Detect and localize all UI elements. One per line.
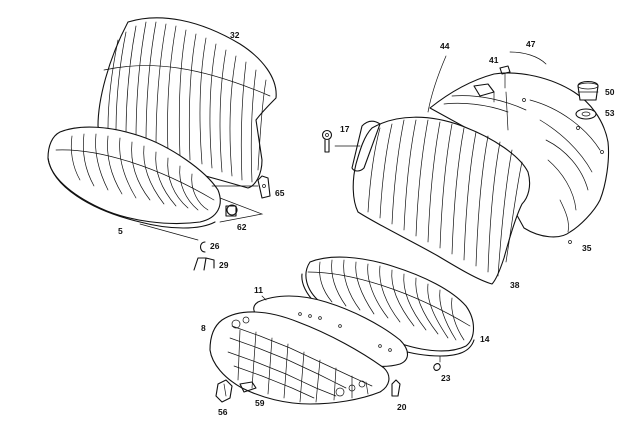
- clip-41: [499, 65, 511, 89]
- clip-62: [219, 197, 264, 223]
- clip-26: [199, 241, 206, 253]
- leader-44: [427, 55, 447, 113]
- bracket-59: [239, 381, 257, 393]
- leader-47: [509, 51, 547, 65]
- spring-frame-8: [209, 311, 390, 405]
- label-44: 44: [440, 41, 450, 51]
- part-labels: 32 44 47 41 50 53 17 65 62 5 26 29 35 38…: [118, 30, 615, 417]
- label-14: 14: [480, 334, 490, 344]
- clip-23: [433, 355, 441, 371]
- label-32: 32: [230, 30, 240, 40]
- label-29: 29: [219, 260, 229, 270]
- clip-20: [391, 379, 401, 397]
- label-5: 5: [118, 226, 123, 236]
- bracket-56: [215, 379, 233, 403]
- label-56: 56: [218, 407, 228, 417]
- label-59: 59: [255, 398, 265, 408]
- bracket-65: [211, 175, 271, 199]
- label-8: 8: [201, 323, 206, 333]
- label-62: 62: [237, 222, 247, 232]
- washer-53: [575, 108, 597, 120]
- hook-29: [193, 257, 215, 271]
- rear-seat-cushion-5: [47, 126, 221, 229]
- label-26: 26: [210, 241, 220, 251]
- label-23: 23: [441, 373, 451, 383]
- bolt-17: [321, 120, 381, 172]
- label-47: 47: [526, 39, 536, 49]
- label-38: 38: [510, 280, 520, 290]
- backrest-pad-38: [352, 116, 531, 285]
- label-53: 53: [605, 108, 615, 118]
- label-20: 20: [397, 402, 407, 412]
- plug-50: [577, 80, 599, 101]
- label-50: 50: [605, 87, 615, 97]
- label-65: 65: [275, 188, 285, 198]
- label-35: 35: [582, 243, 592, 253]
- label-41: 41: [489, 55, 499, 65]
- label-11: 11: [254, 285, 263, 295]
- label-17: 17: [340, 124, 350, 134]
- backrest-frame-35: [429, 72, 610, 244]
